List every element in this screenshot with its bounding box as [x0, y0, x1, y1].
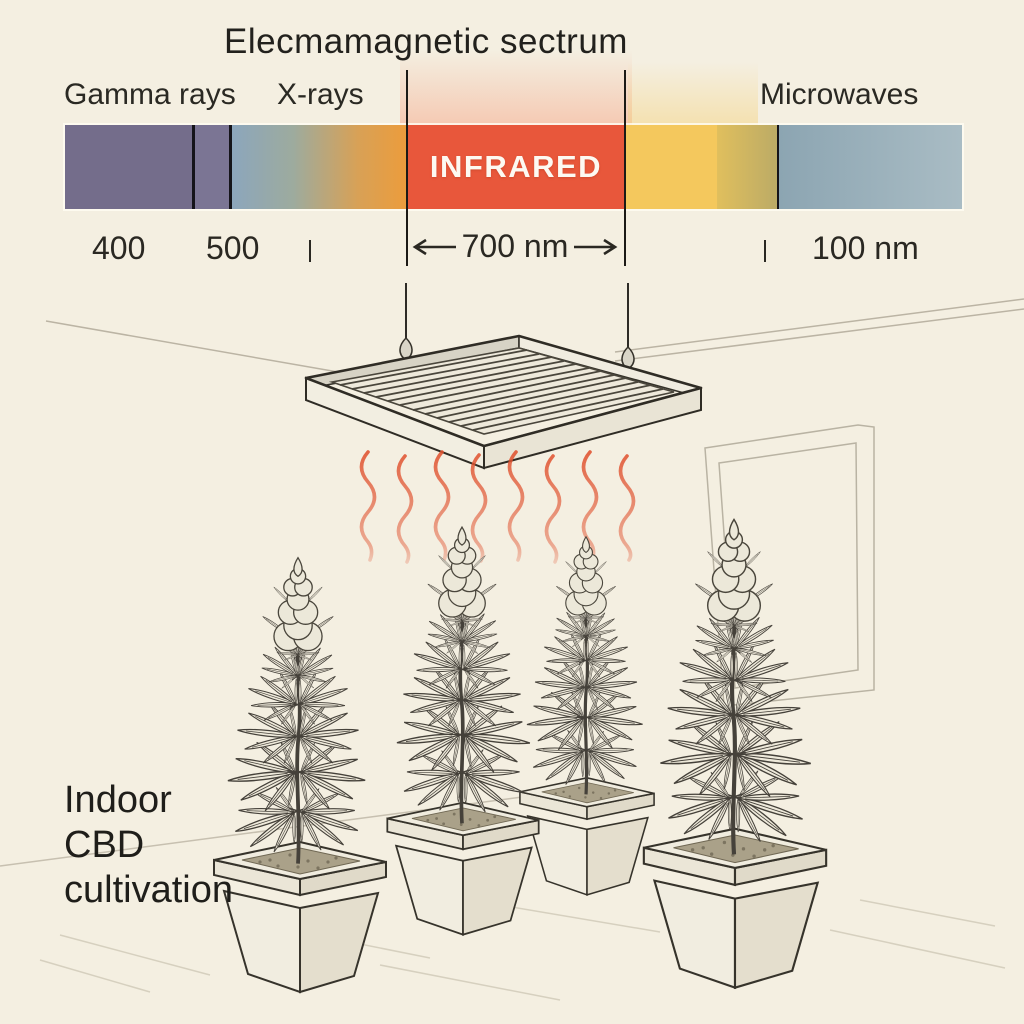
arrow-left-icon [412, 238, 456, 255]
yellow-glow [628, 62, 758, 126]
hanging-wires [405, 283, 629, 349]
segment-divider [192, 125, 195, 209]
caption-line: cultivation [64, 868, 233, 911]
caption-line: CBD [64, 823, 145, 866]
spectrum-segment-olive [717, 125, 777, 209]
grow-light-panel [304, 334, 703, 470]
spectrum-segment-yellow [625, 125, 717, 209]
window-frame [704, 424, 875, 707]
spectrum-bar: INFRARED [63, 123, 964, 211]
scale-400: 400 [92, 230, 146, 266]
label-x-rays: X-rays [277, 78, 364, 111]
plant-pot-1 [213, 841, 387, 993]
spectrum-segment-infrared: INFRARED [407, 125, 625, 209]
caption-line: Indoor [64, 779, 172, 821]
infrared-boundary-line-left [406, 70, 408, 266]
infrared-boundary-line-right [624, 70, 626, 266]
plant-group-1 [213, 558, 387, 993]
dimension-700nm: 700 nm [408, 228, 622, 265]
scale-tick-mark [309, 240, 311, 262]
panel-slats [339, 349, 664, 431]
infrared-label: INFRARED [429, 149, 603, 184]
caption-indoor-cbd-cultivation: Indoor CBD cultivation [64, 778, 233, 912]
scale-500: 500 [206, 230, 260, 266]
cannabis-plant-2 [393, 527, 534, 823]
label-gamma-rays: Gamma rays [64, 78, 236, 111]
label-microwaves: Microwaves [760, 78, 919, 111]
scale-100nm: 100 nm [812, 230, 919, 266]
spectrum-segment-visible-gradient [232, 125, 407, 209]
plant-group-2 [386, 527, 540, 936]
segment-divider [229, 125, 232, 209]
plant-pot-4 [642, 827, 828, 989]
heat-waves [359, 450, 636, 564]
spectrum-segment-gamma [65, 125, 192, 209]
plant-pot-2 [386, 801, 540, 936]
scale-tick-mark [764, 240, 766, 262]
cannabis-plant-3 [523, 537, 646, 795]
cannabis-plant-4 [656, 519, 816, 854]
floor-lines [39, 899, 1006, 1001]
spectrum-segment-xray [195, 125, 229, 209]
plant-pot-3 [519, 777, 655, 896]
plant-group-3 [519, 537, 655, 896]
wire-hangers [399, 336, 635, 370]
dimension-label: 700 nm [461, 228, 569, 264]
page-title: Elecmamagnetic sectrum [224, 22, 628, 61]
grow-light-fixture [304, 283, 703, 470]
segment-divider [777, 125, 779, 209]
spectrum-segment-microwave [779, 125, 962, 209]
plant-group-4 [642, 519, 828, 989]
cannabis-plant-1 [224, 558, 370, 864]
arrow-right-icon [574, 238, 618, 255]
